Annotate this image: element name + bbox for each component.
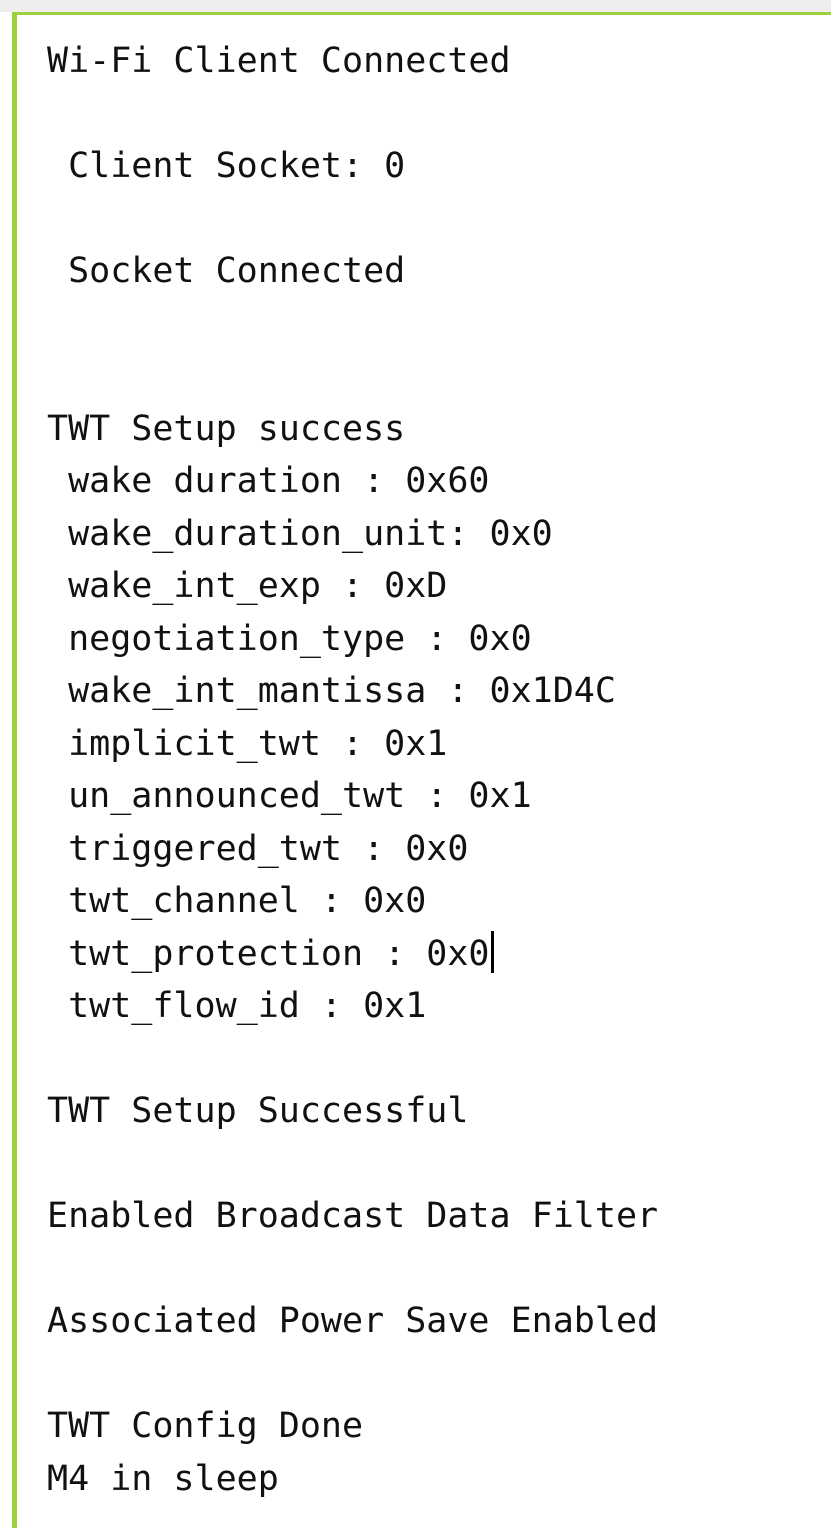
console-output[interactable]: Wi-Fi Client Connected Client Socket: 0 …	[47, 35, 827, 1505]
console-line	[47, 193, 827, 246]
console-line: twt_channel : 0x0	[47, 881, 427, 921]
serial-console-panel[interactable]: Wi-Fi Client Connected Client Socket: 0 …	[12, 12, 831, 1528]
console-line	[47, 1033, 827, 1086]
console-line: Socket Connected	[47, 251, 406, 291]
console-line: un_announced_twt : 0x1	[47, 776, 532, 816]
console-line: TWT Config Done	[47, 1406, 364, 1446]
console-line: TWT Setup success	[47, 408, 406, 449]
console-line	[47, 1138, 827, 1191]
console-line: implicit_twt : 0x1	[47, 723, 448, 764]
console-line: Wi-Fi Client Connected	[47, 41, 511, 81]
console-line: wake_duration_unit: 0x0	[47, 513, 553, 554]
console-line-text: twt_protection : 0x0	[47, 933, 490, 974]
console-line: Client Socket: 0	[47, 146, 406, 186]
console-line	[47, 350, 827, 403]
console-line: wake_int_exp : 0xD	[47, 566, 448, 606]
console-line	[47, 1348, 827, 1401]
console-line: wake duration : 0x60	[47, 461, 490, 501]
console-line	[47, 298, 827, 351]
window-top-strip	[0, 0, 831, 12]
console-line: Enabled Broadcast Data Filter	[47, 1196, 659, 1236]
console-line: M4 in sleep	[47, 1458, 279, 1499]
console-line	[47, 1243, 827, 1296]
console-line: Associated Power Save Enabled	[47, 1301, 659, 1341]
console-line: TWT Setup Successful	[47, 1091, 469, 1131]
console-line	[47, 88, 827, 141]
console-line-with-cursor: twt_protection : 0x0	[47, 928, 827, 981]
text-cursor	[490, 930, 494, 973]
console-line: triggered_twt : 0x0	[47, 828, 469, 869]
console-line: wake_int_mantissa : 0x1D4C	[47, 671, 616, 711]
console-line: negotiation_type : 0x0	[47, 618, 532, 659]
console-line: twt_flow_id : 0x1	[47, 986, 427, 1026]
